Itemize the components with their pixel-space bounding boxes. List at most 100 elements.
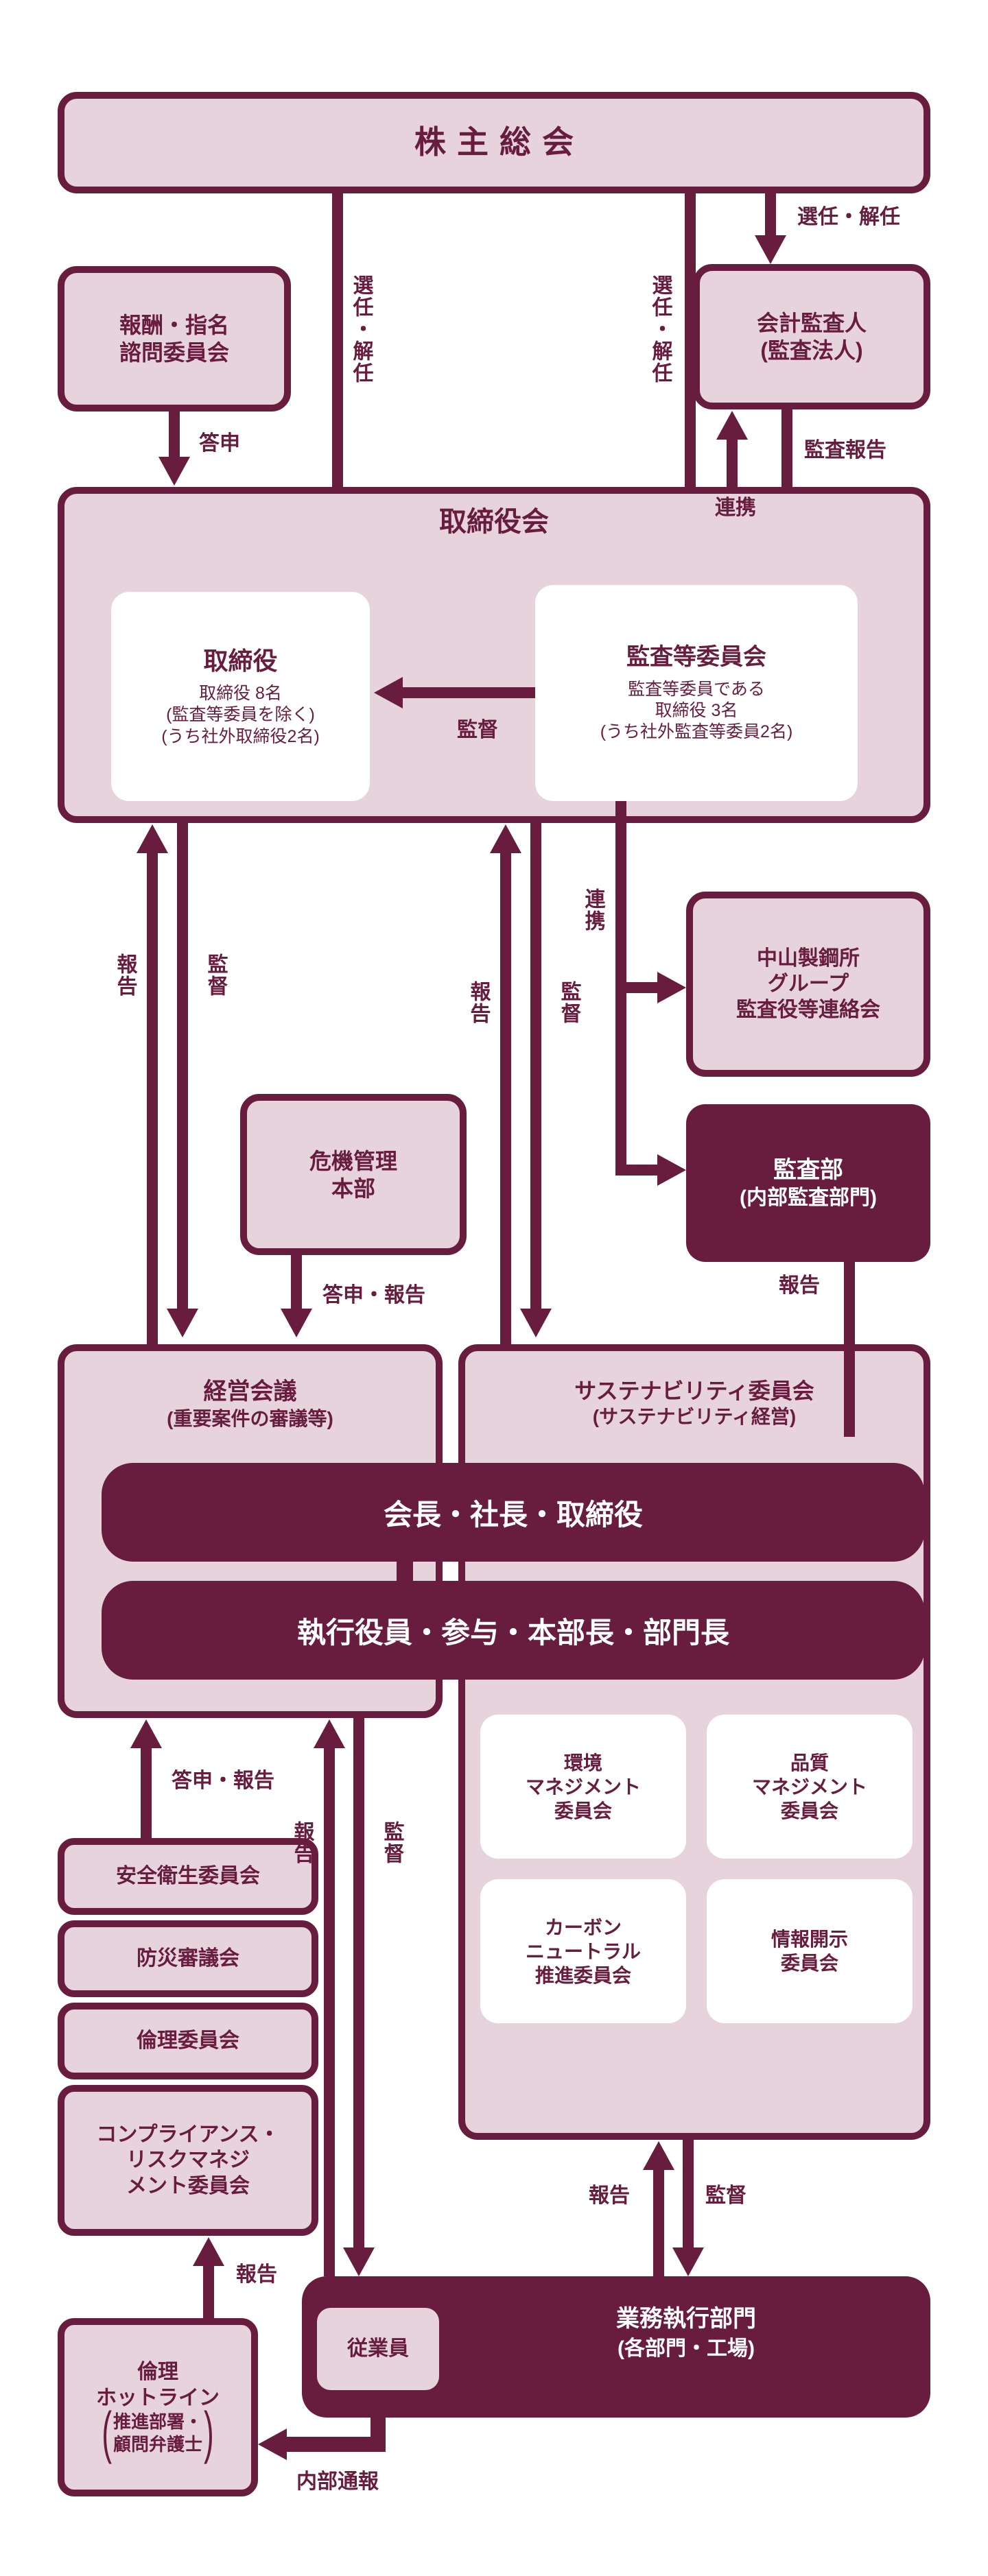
disclosure-line1: 情報開示 xyxy=(771,1929,848,1950)
line-cooperate-elbow2 xyxy=(621,1165,661,1176)
line-appoint-auditor xyxy=(765,193,776,236)
env-line3: 委員会 xyxy=(554,1800,612,1822)
line-hotline-report xyxy=(203,2263,214,2318)
line-whistle-vert xyxy=(370,2390,386,2452)
auditor-line1: 会計監査人 xyxy=(756,311,867,335)
label-report-sus: 報告 xyxy=(589,2184,630,2207)
safety-title: 安全衛生委員会 xyxy=(116,1865,260,1888)
line-report-board-left xyxy=(147,850,158,1344)
board-title: 取締役会 xyxy=(439,507,549,537)
ethics-hotline-box: 倫理 ホットライン ( 推進部署・ 顧問弁護士 ) xyxy=(58,2318,258,2496)
arrowhead-cooperate-up xyxy=(716,411,748,440)
audit-dept-box: 監査部 (内部監査部門) xyxy=(686,1104,930,1262)
line-report-sus xyxy=(653,2167,664,2276)
carbon-line2: ニュートラル xyxy=(525,1940,641,1962)
label-audit-report: 監査報告 xyxy=(804,439,886,462)
quality-line3: 委員会 xyxy=(780,1800,838,1822)
label-cooperate-top: 連携 xyxy=(715,497,756,519)
line-crisis-reply xyxy=(291,1255,302,1310)
directors-box: 取締役 取締役 8名 (監査等委員を除く) (うち社外取締役2名) xyxy=(111,592,370,801)
label-crisis-reply-report: 答申・報告 xyxy=(322,1284,425,1307)
label-supervise-mid: 監督 xyxy=(557,981,580,1025)
group-auditors-box: 中山製鋼所 グループ 監査役等連絡会 xyxy=(686,892,930,1077)
auditor-line2: (監査法人) xyxy=(760,338,863,363)
env-line2: マネジメント xyxy=(525,1776,641,1798)
disaster-title: 防災審議会 xyxy=(137,1947,239,1970)
sustainability-line2: (サステナビリティ経営) xyxy=(592,1406,797,1427)
audit-committee-line2: 取締役 3名 xyxy=(655,701,738,721)
directors-line3: (うち社外取締役2名) xyxy=(161,726,320,746)
crisis-hq-line1: 危機管理 xyxy=(309,1148,397,1173)
disaster-council-box: 防災審議会 xyxy=(58,1920,318,1997)
audit-committee-line3: (うち社外監査等委員2名) xyxy=(600,722,793,742)
executives-bar: 執行役員・参与・本部長・部門長 xyxy=(102,1581,925,1680)
operating-line1: 業務執行部門 xyxy=(616,2306,756,2332)
quality-committee-box: 品質 マネジメント 委員会 xyxy=(707,1715,913,1859)
line-report-board-mid xyxy=(500,850,511,1344)
label-hotline-report: 報告 xyxy=(236,2263,277,2286)
quality-line2: マネジメント xyxy=(751,1776,867,1798)
group-auditors-line2: グループ xyxy=(767,973,849,996)
label-supervise-left: 監督 xyxy=(204,953,227,997)
group-auditors-line3: 監査役等連絡会 xyxy=(736,998,880,1021)
compliance-committee-box: コンプライアンス・ リスクマネジ メント委員会 xyxy=(58,2085,318,2236)
hotline-paren-line1: 推進部署・ xyxy=(113,2411,202,2432)
line-supervise-mgmt-left xyxy=(177,823,188,1310)
quality-line1: 品質 xyxy=(790,1752,829,1774)
label-report-mgmt: 報告 xyxy=(290,1821,314,1865)
line-supervise-sus-mid xyxy=(530,823,541,1310)
label-cooperate-down: 連携 xyxy=(581,888,604,932)
label-appoint-dismiss-auditor: 選任・解任 xyxy=(797,206,900,228)
audit-committee-box: 監査等委員会 監査等委員である 取締役 3名 (うち社外監査等委員2名) xyxy=(535,585,858,801)
env-committee-box: 環境 マネジメント 委員会 xyxy=(480,1715,686,1859)
label-appoint-dismiss-directors: 選任・解任 xyxy=(349,274,373,384)
label-supervise-directors: 監督 xyxy=(457,719,498,741)
line-supervise-directors xyxy=(402,687,535,698)
bar-connector xyxy=(397,1560,413,1582)
arrowhead-reply xyxy=(158,457,190,486)
line-supervise-operating-left xyxy=(353,1718,364,2249)
compliance-line2: リスクマネジ xyxy=(126,2149,250,2172)
audit-dept-line1: 監査部 xyxy=(773,1157,843,1183)
line-reply xyxy=(169,412,180,458)
remuneration-line2: 諮問委員会 xyxy=(119,340,229,365)
audit-committee-title: 監査等委員会 xyxy=(626,644,766,671)
executives-bar-title: 執行役員・参与・本部長・部門長 xyxy=(296,1616,729,1649)
arrowhead-supervise-operating-right xyxy=(672,2247,704,2276)
directors-line1: 取締役 8名 xyxy=(199,684,282,704)
audit-dept-line2: (内部監査部門) xyxy=(740,1186,877,1209)
line-stack-reply xyxy=(141,1745,152,1838)
chairman-bar-title: 会長・社長・取締役 xyxy=(383,1498,643,1531)
arrowhead-report-board-mid xyxy=(490,824,521,853)
label-auditdept-report: 報告 xyxy=(779,1274,820,1297)
ethics-committee-box: 倫理委員会 xyxy=(58,2003,318,2079)
line-report-mgmt xyxy=(324,1745,335,2276)
management-line2: (重要案件の審議等) xyxy=(167,1407,333,1429)
crisis-hq-box: 危機管理 本部 xyxy=(240,1094,467,1255)
arrowhead-report-mgmt xyxy=(314,1719,345,1748)
line-whistle-horiz xyxy=(287,2437,386,2452)
line-supervise-operating-right xyxy=(683,2140,694,2249)
management-line1: 経営会議 xyxy=(203,1379,297,1405)
hotline-paren-open: ( xyxy=(102,2400,112,2466)
arrowhead-cooperate-auditdept xyxy=(657,1154,686,1186)
hotline-paren-line2: 顧問弁護士 xyxy=(113,2433,202,2455)
employees-box: 従業員 xyxy=(317,2308,439,2390)
hotline-line2: ホットライン xyxy=(96,2386,220,2409)
sustainability-line1: サステナビリティ委員会 xyxy=(574,1379,814,1403)
disclosure-committee-box: 情報開示 委員会 xyxy=(707,1879,913,2023)
shareholders-box: 株主総会 xyxy=(58,92,930,193)
env-line1: 環境 xyxy=(563,1752,602,1774)
carbon-committee-box: カーボン ニュートラル 推進委員会 xyxy=(480,1879,686,2023)
arrowhead-report-sus xyxy=(643,2141,674,2170)
label-internal-whistle: 内部通報 xyxy=(296,2470,379,2493)
crisis-hq-line2: 本部 xyxy=(331,1176,375,1201)
employees-title: 従業員 xyxy=(347,2337,409,2361)
label-appoint-dismiss-audit-committee: 選任・解任 xyxy=(648,274,672,384)
arrowhead-whistle xyxy=(258,2429,287,2460)
carbon-line3: 推進委員会 xyxy=(534,1964,631,1986)
arrowhead-stack-reply xyxy=(130,1719,162,1748)
line-cooperate-elbow1 xyxy=(621,982,661,993)
arrowhead-supervise-directors xyxy=(374,677,403,708)
